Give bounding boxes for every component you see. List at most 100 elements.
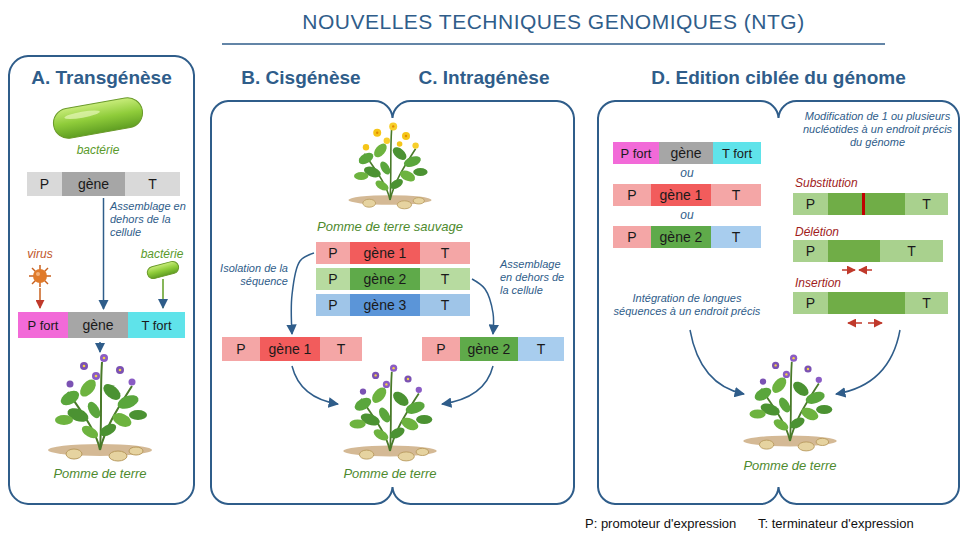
construct-band: PT	[793, 193, 948, 215]
construct-segment: P fort	[613, 142, 659, 164]
segment-text: P fort	[28, 318, 59, 333]
construct-segment: P	[316, 242, 350, 264]
construct-segment: T	[420, 294, 470, 316]
construct-segment: gène	[68, 312, 128, 338]
caption-label: Modification de 1 ou plusieurs nucléotid…	[800, 110, 955, 150]
construct-band: PT	[793, 292, 948, 314]
segment-text: gène	[670, 145, 701, 161]
construct-segment: gène 1	[651, 184, 711, 206]
legend-text: P: promoteur d'expression	[585, 516, 753, 532]
panel-outline	[8, 55, 195, 505]
construct-segment: P	[793, 292, 828, 314]
construct-band: Pgène 1 T	[222, 337, 362, 361]
segment-text: gène 2	[364, 271, 407, 287]
construct-segment: gène	[62, 172, 125, 196]
construct-band: PT	[793, 240, 943, 262]
panel-box: A. TransgénèsePgène T P fort gène T fort	[8, 55, 195, 505]
segment-text: T	[537, 341, 546, 357]
caption-label: Délétion	[795, 225, 885, 239]
caption-label: Pomme de terre sauvage	[300, 219, 480, 235]
panel-box: B. CisgénèseC. IntragénèsePgène 1TPgène …	[210, 100, 575, 505]
construct-segment	[828, 292, 905, 314]
construct-segment: T	[711, 184, 761, 206]
segment-text: T	[922, 196, 931, 212]
segment-text: T	[441, 297, 450, 313]
legend-text: T: terminateur d'expression	[758, 516, 958, 532]
construct-segment: T	[125, 172, 180, 196]
segment-text: gène	[78, 176, 109, 192]
construct-segment: P	[613, 226, 651, 248]
arrow-connector	[291, 253, 314, 334]
construct-band: P fort gène T fort	[18, 312, 185, 338]
segment-text: P	[328, 245, 337, 261]
construct-band: Pgène 3 T	[316, 294, 470, 316]
construct-segment: gène 1	[260, 337, 320, 361]
caption-label: bactérie	[133, 247, 191, 261]
construct-band: Pgène T	[27, 172, 180, 196]
construct-segment: T	[420, 242, 470, 264]
segment-text: P fort	[621, 146, 652, 161]
construct-segment: gène 2	[460, 337, 518, 361]
caption-label: Intégration de longues séquences à un en…	[612, 292, 762, 318]
caption-label: Pomme de terre	[310, 466, 470, 482]
construct-segment: T	[880, 240, 943, 262]
construct-segment: gène 1	[350, 242, 420, 264]
caption-label: bactérie	[58, 143, 138, 157]
segment-text: T	[441, 245, 450, 261]
segment-text: T	[148, 176, 157, 192]
panel-heading: A. Transgénèse	[8, 67, 195, 89]
segment-text: T	[337, 341, 346, 357]
segment-text: P	[328, 271, 337, 287]
construct-band: P fort gène T fort	[613, 142, 761, 164]
caption-label: ou	[667, 166, 707, 180]
segment-text: T fort	[141, 318, 171, 333]
caption-label: Pomme de terre	[20, 466, 180, 482]
caption-label: ou	[667, 208, 707, 222]
construct-segment: P	[316, 294, 350, 316]
segment-text: T	[907, 243, 916, 259]
construct-band: Pgène 2 T	[613, 226, 761, 248]
segment-text: P	[236, 341, 245, 357]
segment-text: T	[441, 271, 450, 287]
segment-text: gène 3	[364, 297, 407, 313]
segment-text: gène 1	[269, 341, 312, 357]
construct-segment: P	[613, 184, 651, 206]
construct-segment: P	[27, 172, 62, 196]
construct-segment: gène 2	[350, 268, 420, 290]
construct-segment: P	[316, 268, 350, 290]
construct-segment: P fort	[18, 312, 68, 338]
construct-band: Pgène 1 T	[613, 184, 761, 206]
panel-heading: C. Intragénèse	[393, 67, 575, 89]
arrow-connector	[103, 198, 105, 309]
construct-segment: T	[905, 292, 948, 314]
panel-heading: B. Cisgénèse	[210, 67, 392, 89]
construct-band: Pgène 2 T	[316, 268, 470, 290]
caption-label: Insertion	[795, 276, 843, 290]
segment-text: gène 1	[660, 187, 703, 203]
construct-segment: T	[518, 337, 564, 361]
diagram-title: NOUVELLES TECHNIQUES GENOMIQUES (NTG)	[222, 10, 885, 34]
construct-segment: T	[905, 193, 948, 215]
construct-segment: T fort	[713, 142, 761, 164]
caption-label: Substitution	[795, 176, 885, 190]
segment-text: gène 2	[660, 229, 703, 245]
segment-text: P	[627, 229, 636, 245]
construct-segment: T	[420, 268, 470, 290]
construct-segment: T	[711, 226, 761, 248]
edge-label: Assemblage en dehors de la cellule	[110, 200, 190, 240]
segment-text: gène 1	[364, 245, 407, 261]
segment-text: P	[806, 295, 815, 311]
segment-text: gène 2	[468, 341, 511, 357]
construct-segment	[828, 240, 880, 262]
panel-heading: D. Edition ciblée du génome	[597, 67, 960, 89]
segment-text: P	[436, 341, 445, 357]
construct-segment: T fort	[128, 312, 185, 338]
construct-segment: gène	[659, 142, 713, 164]
construct-segment	[828, 193, 905, 215]
arrow-connector	[472, 279, 494, 334]
substitution-mark	[862, 193, 865, 215]
segment-text: T	[732, 187, 741, 203]
segment-text: T	[732, 229, 741, 245]
construct-segment: gène 3	[350, 294, 420, 316]
